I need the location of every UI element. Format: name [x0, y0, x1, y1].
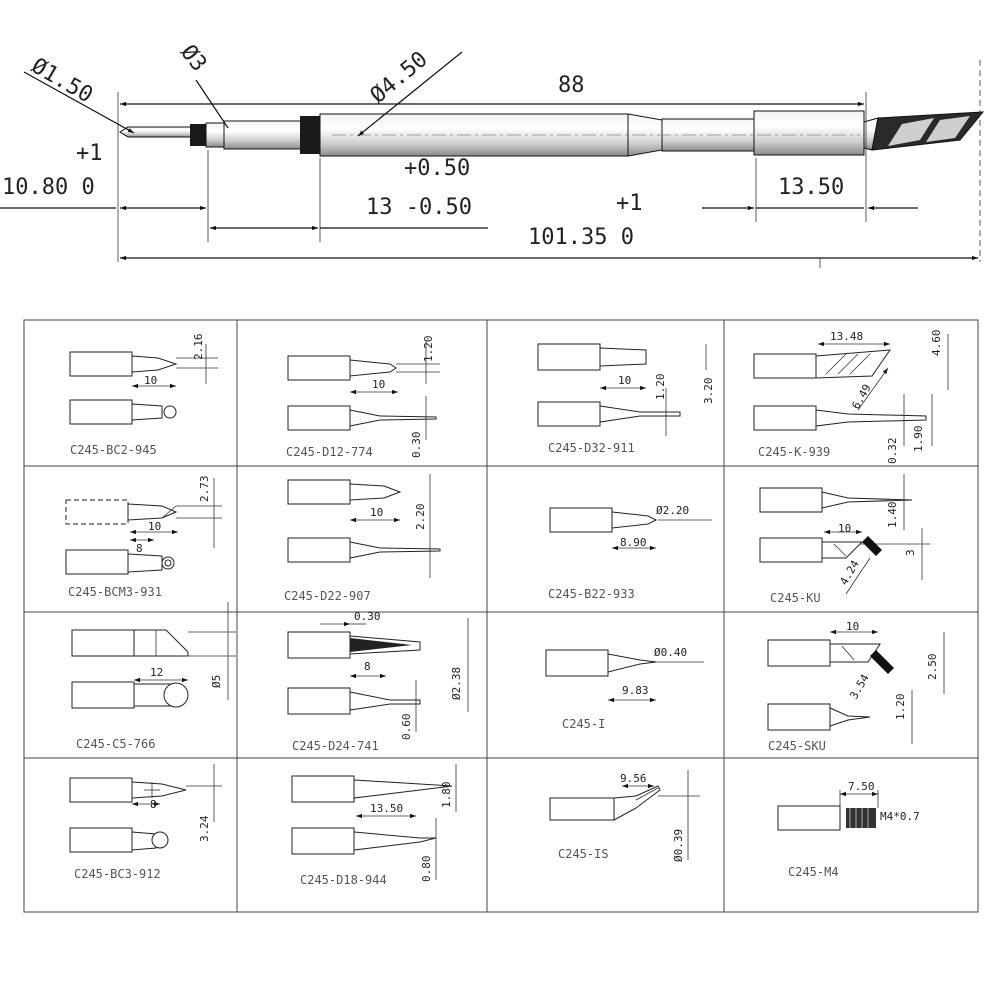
tip-caption: C245-K-939: [758, 445, 830, 459]
tip-dim: 8.90: [620, 536, 647, 549]
tip-dim: 4.60: [930, 330, 943, 357]
tip-caption: C245-KU: [770, 591, 821, 605]
tip-dim: 13.50: [370, 802, 403, 815]
tip-caption: C245-BCM3-931: [68, 585, 162, 599]
tip-dim: 3.20: [702, 378, 715, 405]
tip-cell-b22-933: Ø2.20 8.90 C245-B22-933: [548, 504, 712, 601]
tip-dim: 8: [364, 660, 371, 673]
dim-length-1080: 10.80 0: [2, 175, 95, 200]
tip-dim: 8: [150, 798, 157, 811]
dim-diameter-150: Ø1.50: [27, 54, 97, 109]
tip-dim: 4.24: [837, 558, 862, 588]
tip-dim: 6.49: [849, 382, 874, 411]
dim-length-13: 13 -0.50: [366, 195, 472, 220]
cartridge-drawing: Ø1.50 Ø3 Ø4.50 88 +1 10.80 0 +0.50 13 -0…: [0, 40, 985, 268]
tip-cell-ku: 1.40 10 3 4.24 C245-KU: [759, 474, 930, 605]
tip-cell-bc3-912: 8 3.24 C245-BC3-912: [69, 764, 222, 881]
tip-cell-d12-774: 1.20 10 0.30 C245-D12-774: [286, 336, 440, 459]
tip-dim: 10: [618, 374, 631, 387]
tip-dim: Ø0.39: [672, 829, 685, 862]
tip-caption: C245-M4: [788, 865, 839, 879]
tip-dim: M4*0.7: [880, 810, 920, 823]
tip-dim: 2.20: [414, 504, 427, 531]
tip-cell-sku: 10 2.50 3.54 1.20 C245-SKU: [767, 620, 945, 753]
tip-dim: 10: [838, 522, 851, 535]
tip-caption: C245-IS: [558, 847, 609, 861]
tip-dim: 0.32: [886, 438, 899, 465]
tip-dim: 3.54: [847, 672, 872, 702]
tip-cell-d24-741: 0.30 8 Ø2.38 0.60 C245-D24-741: [287, 610, 469, 753]
tip-dim: 9.83: [622, 684, 649, 697]
tip-caption: C245-I: [562, 717, 605, 731]
tip-caption: C245-BC2-945: [70, 443, 157, 457]
tip-cell-d32-911: 10 1.20 3.20 C245-D32-911: [537, 343, 715, 455]
tip-dim: 7.50: [848, 780, 875, 793]
tip-cell-d18-944: 13.50 1.80 0.80 C245-D18-944: [291, 764, 457, 887]
tip-dim: 8: [136, 542, 143, 555]
tip-dim: 9.56: [620, 772, 647, 785]
dim-length-10135: 101.35 0: [528, 225, 634, 250]
tip-caption: C245-B22-933: [548, 587, 635, 601]
tip-caption: C245-D32-911: [548, 441, 635, 455]
tip-cell-is: 9.56 Ø0.39 C245-IS: [549, 770, 700, 862]
tip-caption: C245-BC3-912: [74, 867, 161, 881]
tip-dim: 1.20: [894, 694, 907, 721]
tip-dim: 1.90: [912, 426, 925, 453]
dim-length-1080-tolerance: +1: [76, 141, 103, 166]
tip-dim: 10: [372, 378, 385, 391]
tip-dim: Ø2.38: [450, 667, 463, 700]
tip-dim: Ø0.40: [654, 646, 687, 659]
tip-caption: C245-D24-741: [292, 739, 379, 753]
tip-dim: 0.80: [420, 856, 433, 883]
dim-diameter-450: Ø4.50: [366, 47, 433, 109]
tip-cell-c5-766: 12 Ø5 C245-C5-766: [71, 602, 236, 751]
tip-cell-k-939: 13.48 4.60 6.49 0.32 1.90 C245-K-939: [753, 330, 949, 465]
cartridge-body: [119, 110, 985, 157]
tip-dim: 10: [370, 506, 383, 519]
tip-dim: 1.20: [422, 336, 435, 363]
tip-dim: 3: [904, 549, 917, 556]
tip-caption: C245-D22-907: [284, 589, 371, 603]
tip-dim: 0.30: [354, 610, 381, 623]
tip-dim: 1.40: [886, 502, 899, 529]
tip-dim: 2.73: [198, 476, 211, 503]
tip-dim: 10: [148, 520, 161, 533]
tip-dim: 2.16: [192, 334, 205, 361]
dim-length-10135-tolerance: +1: [616, 191, 643, 216]
tip-dim: 2.50: [926, 654, 939, 681]
tip-dim: Ø2.20: [656, 504, 689, 517]
tip-dim: 10: [846, 620, 859, 633]
tip-cell-i: Ø0.40 9.83 C245-I: [545, 646, 704, 731]
tip-dim: 1.80: [440, 782, 453, 809]
tip-cell-d22-907: 10 2.20 C245-D22-907: [284, 474, 441, 603]
tip-caption: C245-D18-944: [300, 873, 387, 887]
tip-dim: Ø5: [210, 675, 223, 688]
tip-cell-bcm3-931: 2.73 10 8 C245-BCM3-931: [65, 476, 222, 599]
tip-dim: 1.20: [654, 374, 667, 401]
tip-dim: 0.60: [400, 714, 413, 741]
tip-dim: 3.24: [198, 815, 211, 842]
tip-cell-bc2-945: 2.16 10 C245-BC2-945: [69, 334, 218, 457]
dim-length-13-tolerance: +0.50: [404, 156, 470, 181]
tip-dim: 12: [150, 666, 163, 679]
tip-caption: C245-SKU: [768, 739, 826, 753]
dim-diameter-3: Ø3: [175, 40, 211, 76]
tip-dim: 13.48: [830, 330, 863, 343]
tip-dim: 10: [144, 374, 157, 387]
dim-length-1350: 13.50: [778, 175, 844, 200]
tip-caption: C245-C5-766: [76, 737, 155, 751]
dim-length-88: 88: [558, 73, 585, 98]
tip-cell-m4: 7.50 M4*0.7 C245-M4: [777, 780, 920, 879]
tips-table: 2.16 10 C245-BC2-945 1.20 10 0.30 C245-D…: [23, 319, 979, 913]
tip-dim: 0.30: [410, 432, 423, 459]
tip-caption: C245-D12-774: [286, 445, 373, 459]
